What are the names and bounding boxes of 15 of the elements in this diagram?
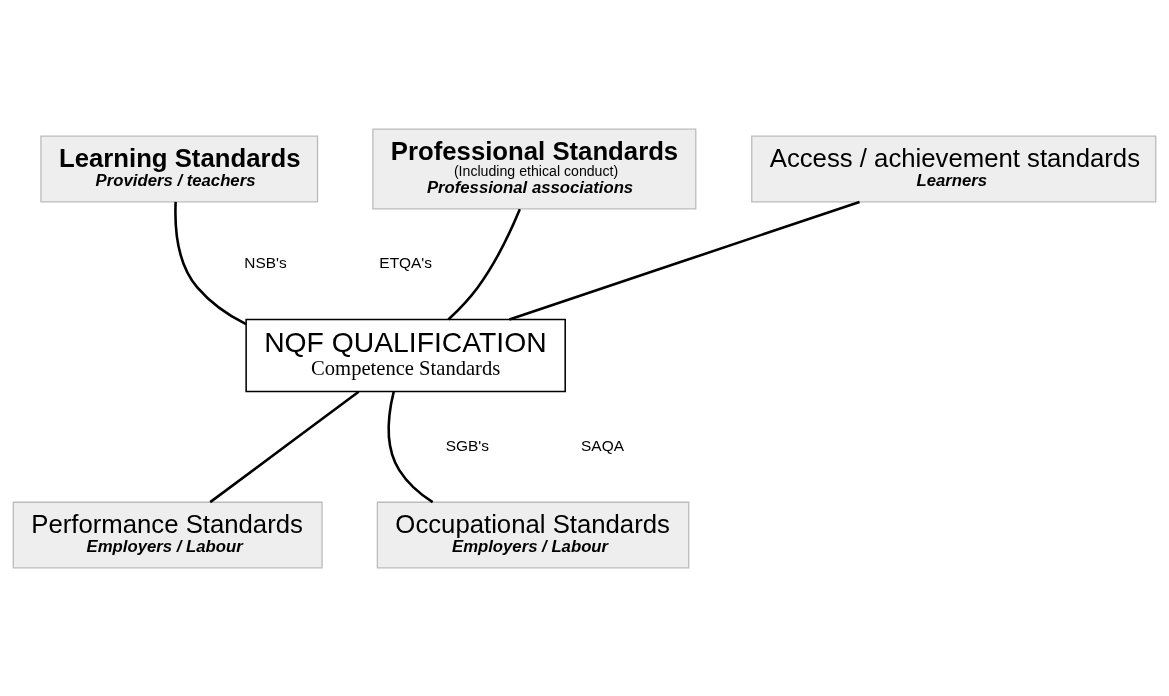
node-box: Occupational Standards Employers / Labour bbox=[376, 501, 690, 568]
label: SGB's bbox=[445, 436, 490, 454]
connector bbox=[508, 200, 860, 321]
connector bbox=[209, 390, 360, 503]
connector bbox=[387, 390, 434, 503]
node-box: Access / achievement standards Learners bbox=[751, 135, 1157, 202]
node-box: Performance Standards Employers / Labour bbox=[12, 501, 323, 568]
node-box: Professional Standards (Including ethical conduct) Professional associations bbox=[372, 128, 697, 210]
label: NSB's bbox=[244, 253, 287, 271]
label: ETQA's bbox=[379, 253, 432, 271]
label: SAQA bbox=[581, 436, 624, 454]
connector bbox=[447, 208, 521, 320]
node-box: NQF QUALIFICATION Competence Standards bbox=[245, 318, 566, 392]
node-box: Learning Standards Providers / teachers bbox=[40, 135, 319, 202]
connector bbox=[174, 201, 247, 325]
